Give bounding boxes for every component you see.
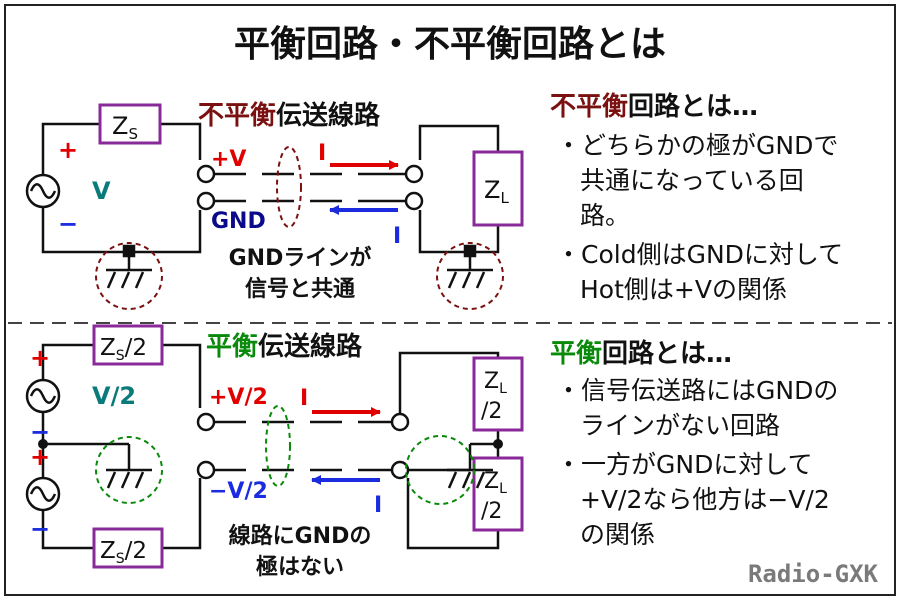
source-impedance-box <box>92 527 164 569</box>
source-minus-label: − <box>58 210 78 238</box>
unbalanced-desc-title: 不平衡回路とは… <box>550 91 758 122</box>
load-impedance-label: ZL <box>484 369 507 397</box>
junction-dot <box>38 439 48 449</box>
sine-wave-icon <box>29 388 57 404</box>
source-plus-label: + <box>30 344 50 372</box>
balanced-note-line2: 極はない <box>256 554 344 580</box>
terminal-icon <box>196 460 216 480</box>
ground-icon <box>447 244 493 289</box>
current-top-label: I <box>318 141 326 166</box>
sine-wave-icon <box>29 486 57 502</box>
source-impedance-box <box>92 324 164 366</box>
unbalanced-desc-line: 路。 <box>580 201 630 230</box>
ground-highlight <box>405 435 475 505</box>
balanced-desc-title: 平衡回路とは… <box>550 338 732 369</box>
wire <box>398 351 500 414</box>
wire <box>158 122 202 160</box>
unbalanced-desc-line: 共通になっている回 <box>580 166 804 195</box>
unbalanced-note-line1: GNDラインが <box>229 245 372 271</box>
current-top-label: I <box>300 386 308 411</box>
line-pair-highlight <box>265 405 291 487</box>
source-voltage-label: V <box>92 177 111 205</box>
balanced-desc-line: ラインがない回路 <box>580 411 780 440</box>
wire <box>418 124 500 160</box>
unbalanced-line-title: 不平衡伝送線路 <box>198 100 381 131</box>
terminal-icon <box>196 412 216 432</box>
wire <box>406 478 500 550</box>
plus-v-label: +V <box>211 147 246 172</box>
terminal-icon <box>390 412 410 432</box>
gnd-label: GND <box>211 209 266 234</box>
balanced-desc-line: +V/2なら他方は−V/2 <box>580 485 830 514</box>
wire <box>41 343 96 380</box>
current-bottom-label: I <box>393 224 401 249</box>
ground-icon <box>106 244 152 289</box>
page-title: 平衡回路・不平衡回路とは <box>234 24 666 65</box>
terminal-icon <box>404 191 424 211</box>
source-impedance-label: ZS <box>112 112 138 143</box>
unbalanced-note-line2: 信号と共通 <box>245 276 355 302</box>
unbalanced-desc-line: ・Cold側はGNDに対して <box>556 240 843 269</box>
minus-v-half-label: −V/2 <box>209 479 268 504</box>
source-minus-label: − <box>30 418 50 446</box>
load-impedance-tail: /2 <box>481 499 502 524</box>
outer-frame <box>4 4 896 596</box>
source-impedance-box <box>98 103 162 145</box>
line-pair-highlight <box>276 146 302 228</box>
terminal-icon <box>390 460 410 480</box>
balanced-desc-line: ・信号伝送路にはGNDの <box>556 376 838 405</box>
ground-highlight <box>436 242 504 310</box>
balanced-desc-line: ・一方がGNDに対して <box>556 450 813 479</box>
source-impedance-label: ZS/2 <box>100 538 147 567</box>
ground-icon <box>106 468 152 489</box>
unbalanced-desc-line: Hot側は+Vの関係 <box>580 275 787 304</box>
wire <box>41 122 102 175</box>
balanced-note-line1: 線路にGNDの <box>229 523 372 549</box>
source-impedance-label: ZS/2 <box>100 335 147 364</box>
source-plus-label: + <box>58 136 78 164</box>
load-impedance-box <box>472 150 524 227</box>
ground-icon <box>447 468 493 489</box>
watermark: Radio-GXK <box>748 560 879 588</box>
source-minus-label: − <box>30 515 50 543</box>
wire <box>418 210 500 254</box>
terminal-icon <box>196 164 216 184</box>
load-impedance-box <box>472 356 524 432</box>
ground-highlight <box>95 242 163 310</box>
terminal-icon <box>196 191 216 211</box>
load-impedance-label: ZL <box>484 469 507 497</box>
ground-highlight <box>95 436 163 504</box>
current-bottom-label: I <box>374 493 382 518</box>
junction-dot <box>493 439 503 449</box>
source-voltage-label: V/2 <box>92 382 136 410</box>
load-impedance-label: ZL <box>484 176 509 207</box>
unbalanced-desc-line: ・どちらかの極がGNDで <box>556 131 838 160</box>
wire <box>41 510 96 550</box>
terminal-icon <box>404 164 424 184</box>
wire <box>41 207 202 254</box>
wire <box>160 478 202 550</box>
sine-wave-icon <box>29 183 57 199</box>
source-plus-label: + <box>30 443 50 471</box>
balanced-desc-line: の関係 <box>580 520 655 549</box>
balanced-circuit <box>41 343 500 550</box>
balanced-line-title: 平衡伝送線路 <box>206 331 363 362</box>
load-impedance-tail: /2 <box>481 399 502 424</box>
wire <box>160 343 202 408</box>
plus-v-half-label: +V/2 <box>209 385 268 410</box>
